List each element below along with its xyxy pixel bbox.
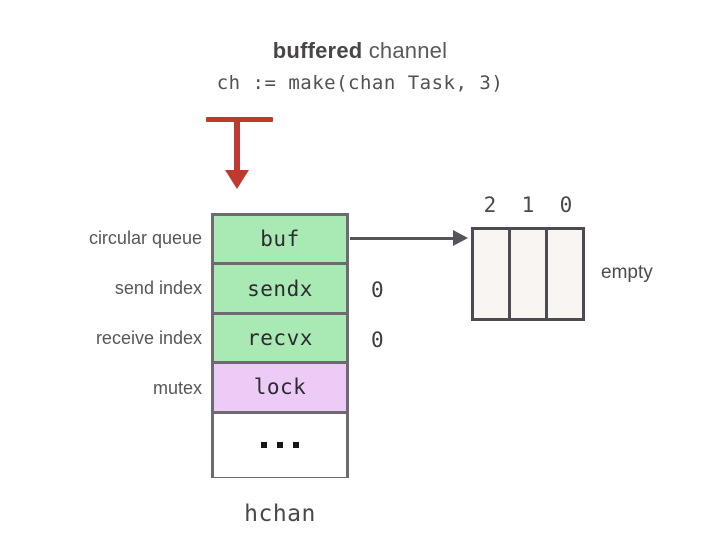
hchan-struct-box: buf sendx recvx lock [211, 213, 349, 478]
sendx-value: 0 [371, 278, 384, 302]
title-emphasis: buffered [272, 38, 363, 63]
struct-row-buf: buf [214, 216, 346, 266]
buffer-state-label: empty [601, 262, 653, 283]
buffer-cell-2 [474, 230, 511, 318]
buffer-cell-1 [511, 230, 548, 318]
ellipsis-icon [261, 442, 299, 449]
label-mutex: mutex [152, 378, 202, 398]
title-rest: channel [362, 38, 448, 63]
struct-row-sendx: sendx [214, 265, 346, 315]
hchan-caption: hchan [244, 501, 316, 527]
label-receive-index: receive index [95, 328, 202, 348]
label-send-index: send index [114, 278, 202, 298]
pointer-arrow-bar [206, 117, 273, 122]
struct-row-ellipsis [214, 413, 346, 477]
page-title: buffered channel [0, 38, 720, 64]
buffer-index-row: 2 1 0 [471, 193, 585, 219]
buffer-index-0: 0 [559, 193, 573, 217]
buffer-cell-0 [548, 230, 582, 318]
pointer-arrow-shaft [234, 120, 240, 172]
buffer-index-2: 2 [483, 193, 497, 217]
struct-row-lock: lock [214, 364, 346, 414]
buf-connector-line [350, 237, 455, 240]
pointer-arrow-head [225, 170, 249, 189]
annotation-labels: circular queue send index receive index … [12, 0, 202, 555]
circular-buffer [471, 227, 585, 321]
code-snippet: ch := make(chan Task, 3) [216, 72, 504, 94]
buffer-index-1: 1 [521, 193, 535, 217]
struct-row-recvx: recvx [214, 314, 346, 365]
buf-connector-arrowhead-icon [453, 230, 468, 246]
label-circular-queue: circular queue [88, 228, 202, 248]
recvx-value: 0 [371, 328, 384, 352]
